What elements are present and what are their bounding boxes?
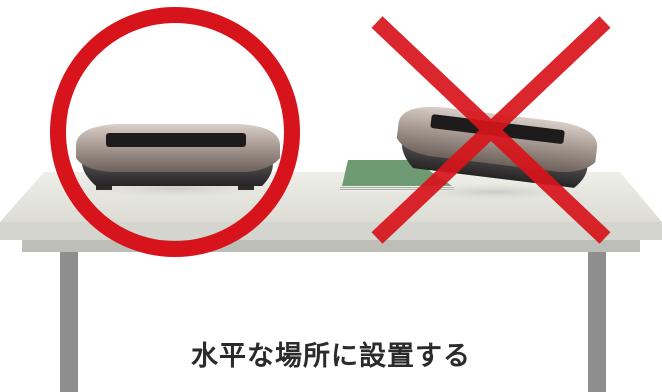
table-apron xyxy=(22,240,640,252)
ok-circle-icon xyxy=(50,7,300,257)
table-edge xyxy=(0,222,662,240)
device-foot-right xyxy=(238,186,254,190)
device-shell xyxy=(76,124,280,172)
device-foot-left xyxy=(96,186,112,190)
table-leg-left xyxy=(60,252,78,392)
device-display-slot xyxy=(106,133,246,147)
table-leg-right xyxy=(588,252,606,392)
ng-cross-icon xyxy=(371,16,611,244)
device-level xyxy=(64,124,288,200)
instruction-caption: 水平な場所に設置する xyxy=(191,341,471,372)
device-tilted-group xyxy=(340,106,598,202)
paper-stack xyxy=(340,160,454,191)
